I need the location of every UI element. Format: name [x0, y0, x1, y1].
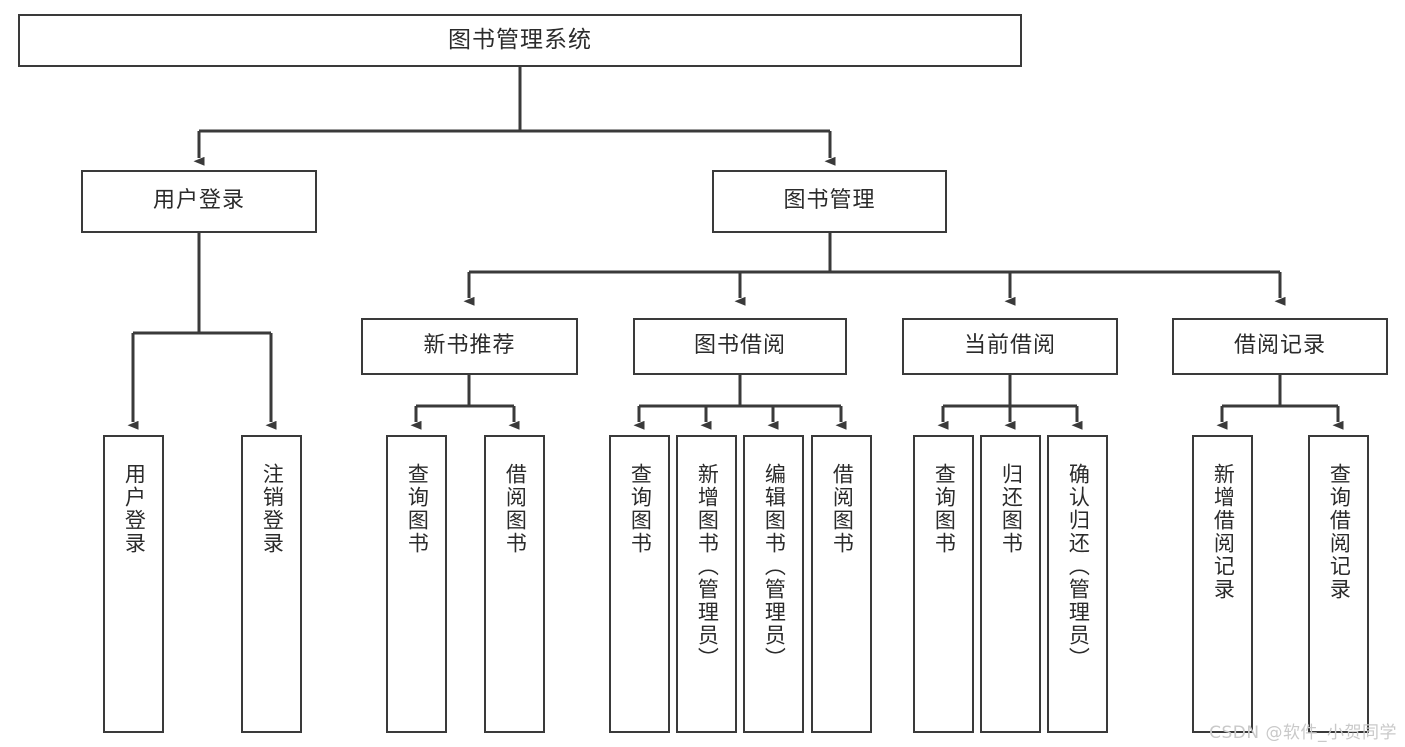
watermark-text: CSDN @软件_小贺同学	[1209, 723, 1397, 743]
leaf-borrow-borrow-book[interactable]: 借阅图书	[811, 435, 872, 733]
node-label: 新书推荐	[423, 333, 516, 359]
node-root-system[interactable]: 图书管理系统	[18, 14, 1022, 67]
node-borrow-records[interactable]: 借阅记录	[1172, 318, 1388, 375]
leaf-new-book-borrow[interactable]: 借阅图书	[484, 435, 545, 733]
node-label: 借阅记录	[1233, 333, 1326, 359]
node-label: 查询图书	[405, 463, 430, 555]
node-label: 借阅图书	[830, 463, 855, 555]
node-current-borrow[interactable]: 当前借阅	[902, 318, 1118, 375]
leaf-borrow-add-book-admin[interactable]: 新增图书（管理员）	[676, 435, 737, 733]
leaf-records-add-record[interactable]: 新增借阅记录	[1192, 435, 1253, 733]
node-label: 查询图书	[932, 463, 957, 555]
node-label: 归还图书	[999, 463, 1024, 555]
node-new-book-recommend[interactable]: 新书推荐	[361, 318, 578, 375]
leaf-user-login-logout[interactable]: 注销登录	[241, 435, 302, 733]
node-label: 查询借阅记录	[1327, 463, 1352, 601]
node-label: 用户登录	[122, 463, 147, 555]
node-label: 借阅图书	[503, 463, 528, 555]
node-book-management[interactable]: 图书管理	[712, 170, 947, 233]
node-label: 注销登录	[260, 463, 285, 555]
node-label: 编辑图书（管理员）	[762, 463, 787, 670]
node-user-login[interactable]: 用户登录	[81, 170, 317, 233]
leaf-records-query-record[interactable]: 查询借阅记录	[1308, 435, 1369, 733]
node-label: 确认归还（管理员）	[1066, 463, 1091, 670]
leaf-current-query-book[interactable]: 查询图书	[913, 435, 974, 733]
leaf-current-return-book[interactable]: 归还图书	[980, 435, 1041, 733]
leaf-current-confirm-return-admin[interactable]: 确认归还（管理员）	[1047, 435, 1108, 733]
node-label: 图书借阅	[693, 333, 786, 359]
leaf-borrow-edit-book-admin[interactable]: 编辑图书（管理员）	[743, 435, 804, 733]
node-label: 当前借阅	[963, 333, 1056, 359]
node-label: 新增借阅记录	[1211, 463, 1236, 601]
node-label: 用户登录	[152, 188, 245, 214]
node-label: 图书管理系统	[448, 26, 592, 53]
node-label: 查询图书	[628, 463, 653, 555]
leaf-new-book-query[interactable]: 查询图书	[386, 435, 447, 733]
node-label: 新增图书（管理员）	[695, 463, 720, 670]
leaf-borrow-query-book[interactable]: 查询图书	[609, 435, 670, 733]
node-label: 图书管理	[783, 188, 876, 214]
leaf-user-login-login[interactable]: 用户登录	[103, 435, 164, 733]
node-book-borrow[interactable]: 图书借阅	[633, 318, 847, 375]
